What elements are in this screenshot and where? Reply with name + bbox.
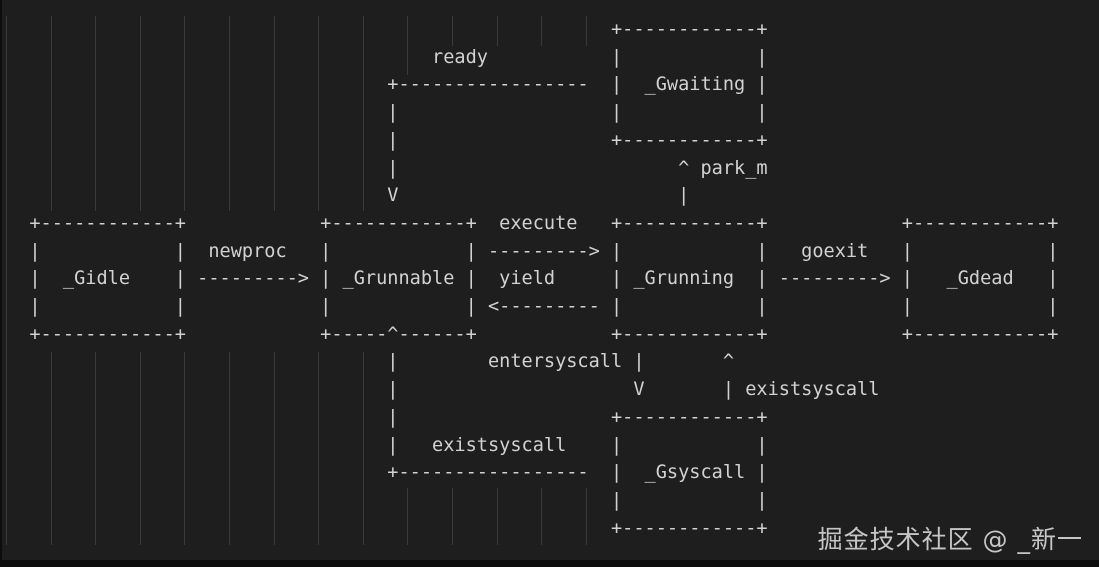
- indent-guide-line: [541, 16, 543, 46]
- indent-guide-line: [362, 352, 364, 545]
- indent-guide-line: [229, 16, 230, 211]
- indent-guide-line: [184, 352, 186, 545]
- indent-guide-line: [273, 16, 275, 211]
- indent-guide-line: [407, 488, 409, 545]
- indent-guide-line: [496, 488, 498, 545]
- indent-guide-line: [318, 16, 320, 211]
- indent-guide-line: [50, 352, 52, 545]
- indent-guide-line: [318, 352, 320, 545]
- indent-guide-line: [273, 352, 275, 545]
- indent-guide-line: [184, 16, 186, 211]
- indent-guide-line: [95, 16, 97, 211]
- goroutine-state-ascii-diagram: +------------+ ready | | +--------------…: [29, 19, 1059, 539]
- indent-guide-line: [496, 16, 498, 46]
- indent-guide-line: [452, 488, 453, 545]
- indent-guide-line: [229, 352, 230, 545]
- bottom-edge-strip: [0, 560, 1099, 567]
- watermark: 掘金技术社区 @ _新一: [817, 525, 1083, 554]
- indent-guide-line: [6, 16, 7, 545]
- indent-guide-line: [541, 488, 543, 545]
- indent-guide-line: [585, 16, 587, 46]
- indent-guide-line: [452, 16, 453, 46]
- indent-guide-line: [407, 16, 409, 75]
- indent-guide-line: [139, 352, 141, 545]
- indent-guide-line: [362, 16, 364, 211]
- indent-guide-line: [50, 16, 52, 211]
- indent-guide-line: [585, 488, 587, 545]
- indent-guide-line: [139, 16, 141, 211]
- left-edge-strip: [0, 0, 2, 567]
- indent-guide-line: [95, 352, 97, 545]
